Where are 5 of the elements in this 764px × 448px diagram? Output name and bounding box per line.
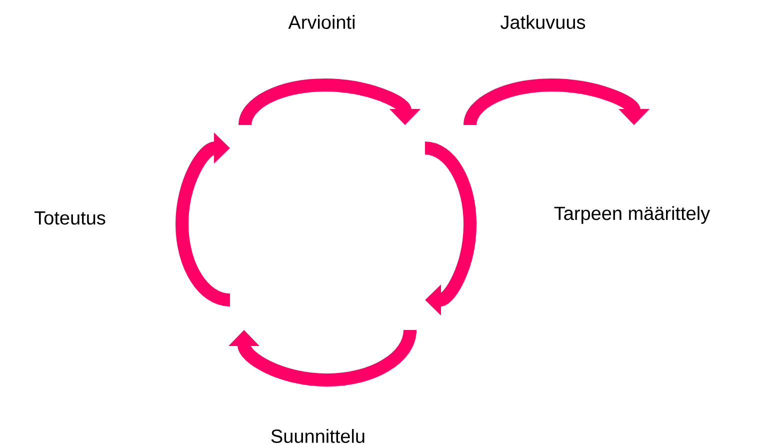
- label: Suunnittelu: [271, 429, 364, 443]
- label: Jatkuvuus: [500, 15, 586, 29]
- label: Toteutus: [34, 211, 106, 225]
- label: Arviointi: [288, 15, 354, 29]
- label: Tarpeen määrittely: [554, 206, 710, 224]
